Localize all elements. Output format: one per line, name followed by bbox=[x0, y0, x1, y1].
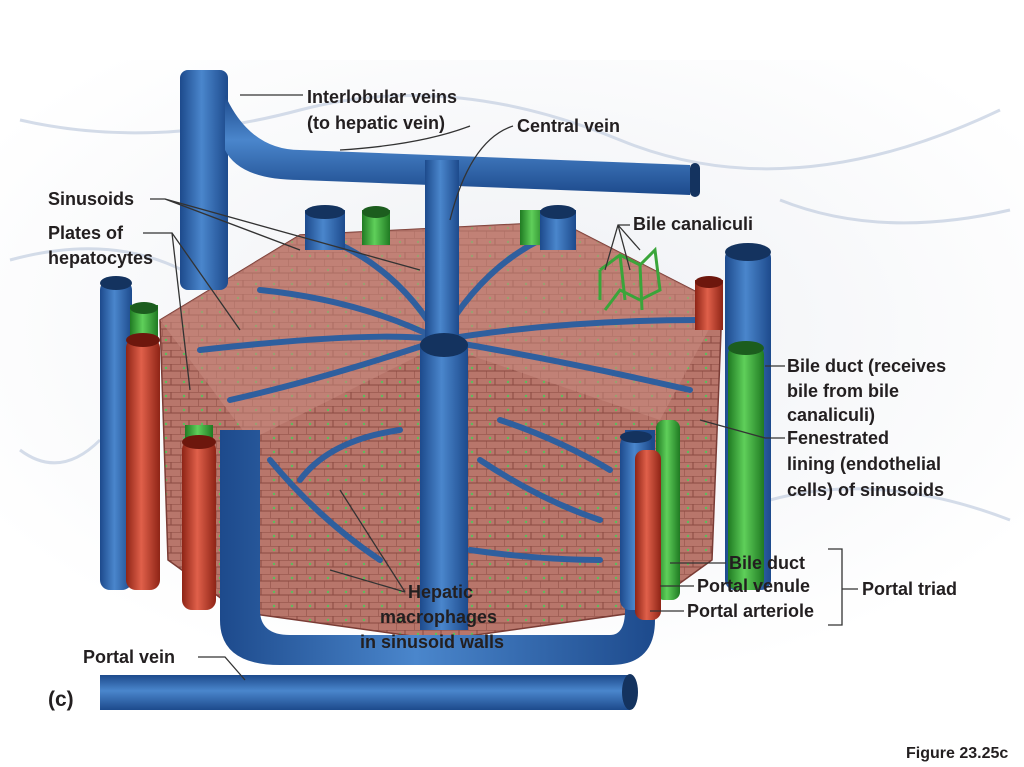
label-hepatic: Hepatic bbox=[408, 582, 473, 602]
label-sinusoids: Sinusoids bbox=[48, 189, 134, 209]
top-corner-vessels bbox=[305, 205, 576, 250]
label-hepatocytes: hepatocytes bbox=[48, 248, 153, 268]
label-bile-duct-receives-1: Bile duct (receives bbox=[787, 356, 946, 376]
label-portal-vein: Portal vein bbox=[83, 647, 175, 667]
label-fenestrated-2: lining (endothelial bbox=[787, 454, 941, 474]
leader-lines bbox=[143, 94, 858, 681]
label-interlobular-veins-sub: (to hepatic vein) bbox=[307, 113, 445, 133]
label-in-sinusoid-walls: in sinusoid walls bbox=[360, 632, 504, 652]
label-bile-duct-receives-3: canaliculi) bbox=[787, 405, 875, 425]
label-portal-venule: Portal venule bbox=[697, 576, 810, 596]
label-fenestrated-1: Fenestrated bbox=[787, 428, 889, 448]
part-label: (c) bbox=[48, 688, 74, 711]
figure-caption: Figure 23.25c bbox=[906, 745, 1008, 762]
label-portal-arteriole: Portal arteriole bbox=[687, 601, 814, 621]
label-bile-duct-receives-2: bile from bile bbox=[787, 381, 899, 401]
background-sinusoids bbox=[9, 93, 1011, 522]
portal-vein-vessels bbox=[100, 430, 655, 710]
label-macrophages: macrophages bbox=[380, 607, 497, 627]
label-central-vein: Central vein bbox=[517, 116, 620, 136]
label-portal-triad: Portal triad bbox=[862, 579, 957, 599]
label-bile-duct: Bile duct bbox=[729, 553, 805, 573]
sinusoids bbox=[197, 237, 703, 563]
label-fenestrated-3: cells) of sinusoids bbox=[787, 480, 944, 500]
label-interlobular-veins: Interlobular veins bbox=[307, 87, 457, 107]
hepatic-veins bbox=[180, 70, 700, 630]
bile-canaliculi-network bbox=[598, 246, 662, 311]
right-portal-triad bbox=[620, 243, 771, 620]
label-bile-canaliculi: Bile canaliculi bbox=[633, 214, 753, 234]
left-portal-triad bbox=[100, 276, 216, 610]
label-plates-of: Plates of bbox=[48, 223, 124, 243]
